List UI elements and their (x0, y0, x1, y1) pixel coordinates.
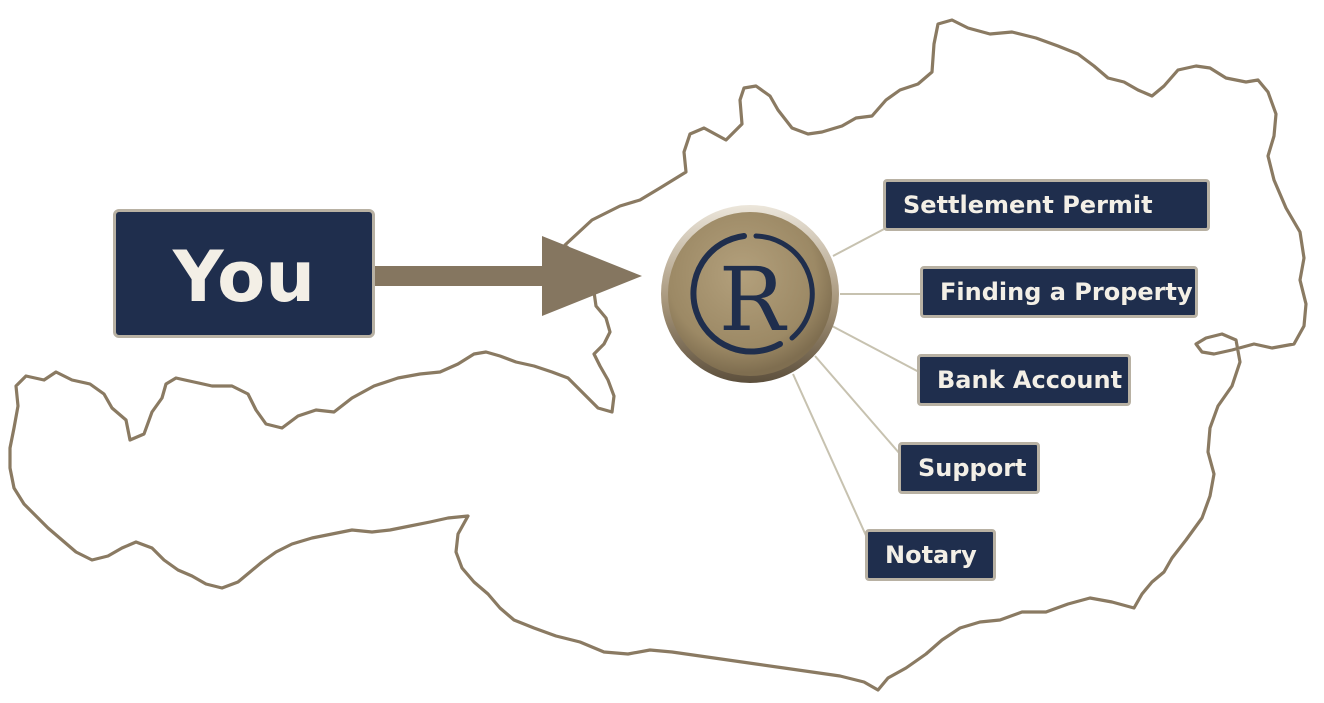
service-label: Bank Account (937, 366, 1123, 394)
service-box-bank-account: Bank Account (917, 354, 1131, 406)
arrow (374, 236, 642, 316)
registered-r-logo-icon: R (690, 233, 815, 355)
service-label: Support (918, 454, 1027, 482)
service-box-support: Support (898, 442, 1040, 494)
map-outline (8, 18, 1308, 692)
connector-line (814, 355, 901, 455)
you-box: You (113, 209, 375, 338)
service-box-settlement-permit: Settlement Permit (883, 179, 1210, 231)
connectors (792, 227, 922, 541)
service-box-notary: Notary (865, 529, 996, 581)
you-label: You (172, 235, 316, 318)
service-box-finding-a-property: Finding a Property (920, 266, 1198, 318)
hub-letter: R (719, 248, 788, 351)
connector-line (792, 373, 869, 541)
connector-line (832, 227, 887, 257)
service-label: Settlement Permit (903, 191, 1153, 219)
service-label: Notary (885, 541, 977, 569)
service-label: Finding a Property (940, 278, 1193, 306)
hub-logo: R (661, 205, 839, 383)
connector-line (831, 325, 920, 373)
